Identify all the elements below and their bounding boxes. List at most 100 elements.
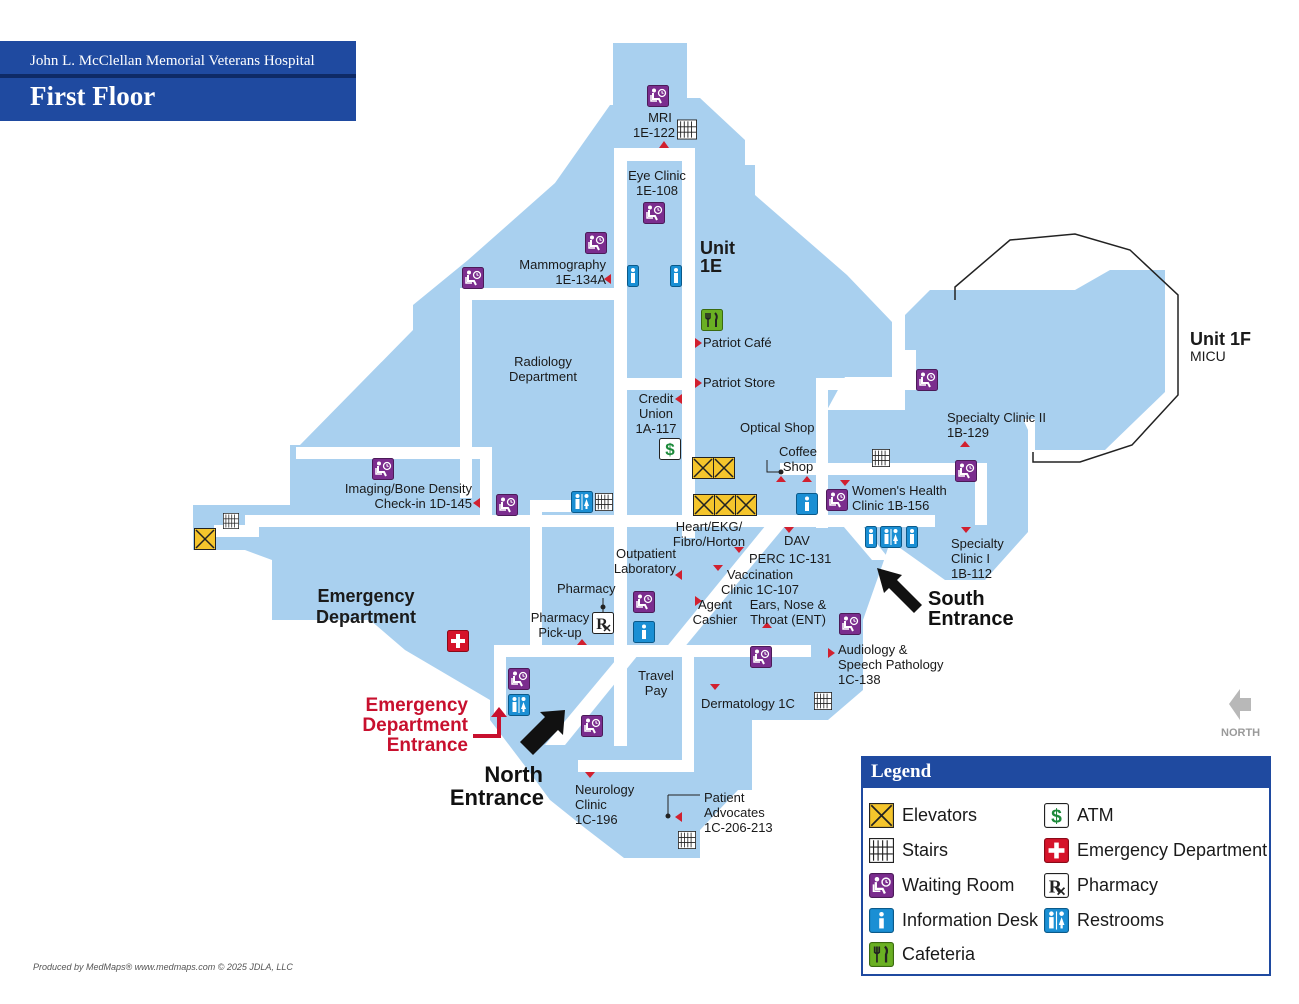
waiting-room-icon [869, 873, 894, 898]
restroom-icon [508, 694, 530, 716]
waiting-room-icon [839, 613, 861, 635]
restroom-icon [906, 526, 918, 548]
waiting-room-icon [496, 494, 518, 516]
restroom-icon [865, 526, 877, 548]
info-icon [633, 621, 655, 643]
stairs-icon [677, 119, 697, 140]
compass-label: NORTH [1221, 727, 1261, 739]
south-entrance-arrow-icon [877, 568, 922, 613]
info-icon [869, 908, 894, 933]
header-divider [0, 74, 356, 78]
waiting-room-icon [581, 715, 603, 737]
north-arrow-icon [1229, 689, 1251, 720]
waiting-room-icon [955, 460, 977, 482]
emergency-icon [447, 630, 469, 652]
cafeteria-icon [701, 309, 723, 331]
atm-icon [659, 438, 681, 460]
legend-waiting-room: Waiting Room [902, 875, 1015, 895]
legend-title: Legend [863, 758, 1269, 788]
emergency-entrance-arrow-icon [473, 707, 507, 738]
restroom-icon [627, 265, 639, 287]
waiting-room-icon [508, 668, 530, 690]
legend-elevators: Elevators [902, 805, 978, 825]
restroom-icon [880, 526, 902, 548]
stairs-icon [678, 830, 696, 850]
elevator-icon [693, 494, 715, 516]
pharmacy-icon [1044, 873, 1069, 898]
label-heart-ekg: Heart/EKG/Fibro/Horton [672, 519, 746, 549]
label-pharmacy: Pharmacy [557, 581, 616, 596]
waiting-room-icon [372, 458, 394, 480]
restroom-icon [1044, 908, 1069, 933]
elevator-icon [713, 457, 735, 479]
legend-cafeteria: Cafeteria [902, 944, 976, 964]
legend-stairs: Stairs [902, 840, 949, 860]
waiting-room-icon [647, 85, 669, 107]
label-patriot-cafe: Patriot Café [703, 335, 772, 350]
cafeteria-icon [869, 942, 894, 967]
legend-atm: ATM [1077, 805, 1114, 825]
north-entrance-arrow-icon [520, 710, 565, 755]
label-perc: PERC 1C-131 [749, 551, 832, 566]
unit-1f-outline [954, 233, 1179, 463]
restroom-icon [571, 491, 593, 513]
legend-information-desk: Information Desk [902, 910, 1039, 930]
legend-emergency-department: Emergency Department [1077, 840, 1268, 860]
building-floor-area [193, 43, 1165, 858]
legend-restrooms: Restrooms [1077, 910, 1165, 930]
emergency-icon [1044, 838, 1069, 863]
leader-lines [602, 460, 781, 816]
stairs-icon [222, 513, 240, 529]
hallways [214, 148, 987, 772]
restroom-icon [670, 265, 682, 287]
map-legend: Legend Elevators Stairs Waiting Room Inf… [861, 756, 1271, 976]
label-patriot-store: Patriot Store [703, 375, 776, 390]
info-icon [796, 493, 818, 515]
room-markers [473, 141, 971, 822]
elevator-icon [692, 457, 714, 479]
stairs-icon [869, 838, 894, 863]
map-credit: Produced by MedMaps® www.medmaps.com © 2… [33, 962, 293, 972]
floor-title: First Floor [30, 81, 156, 111]
label-dav: DAV [784, 533, 810, 548]
pharmacy-icon [592, 612, 614, 634]
waiting-room-icon [916, 369, 938, 391]
atm-icon [1044, 803, 1069, 828]
stairs-icon [595, 492, 613, 512]
elevator-icon [714, 494, 736, 516]
entrance-arrows [473, 568, 922, 755]
waiting-room-icon [462, 267, 484, 289]
stairs-icon [871, 449, 891, 467]
elevator-icon [735, 494, 757, 516]
elevator-icon [869, 803, 894, 828]
label-optical-shop: Optical Shop [740, 420, 815, 435]
leader-dots [600, 469, 784, 819]
map-header: John L. McClellan Memorial Veterans Hosp… [0, 41, 356, 121]
elevator-icon [194, 528, 216, 550]
waiting-room-icon [585, 232, 607, 254]
legend-pharmacy: Pharmacy [1077, 875, 1159, 895]
